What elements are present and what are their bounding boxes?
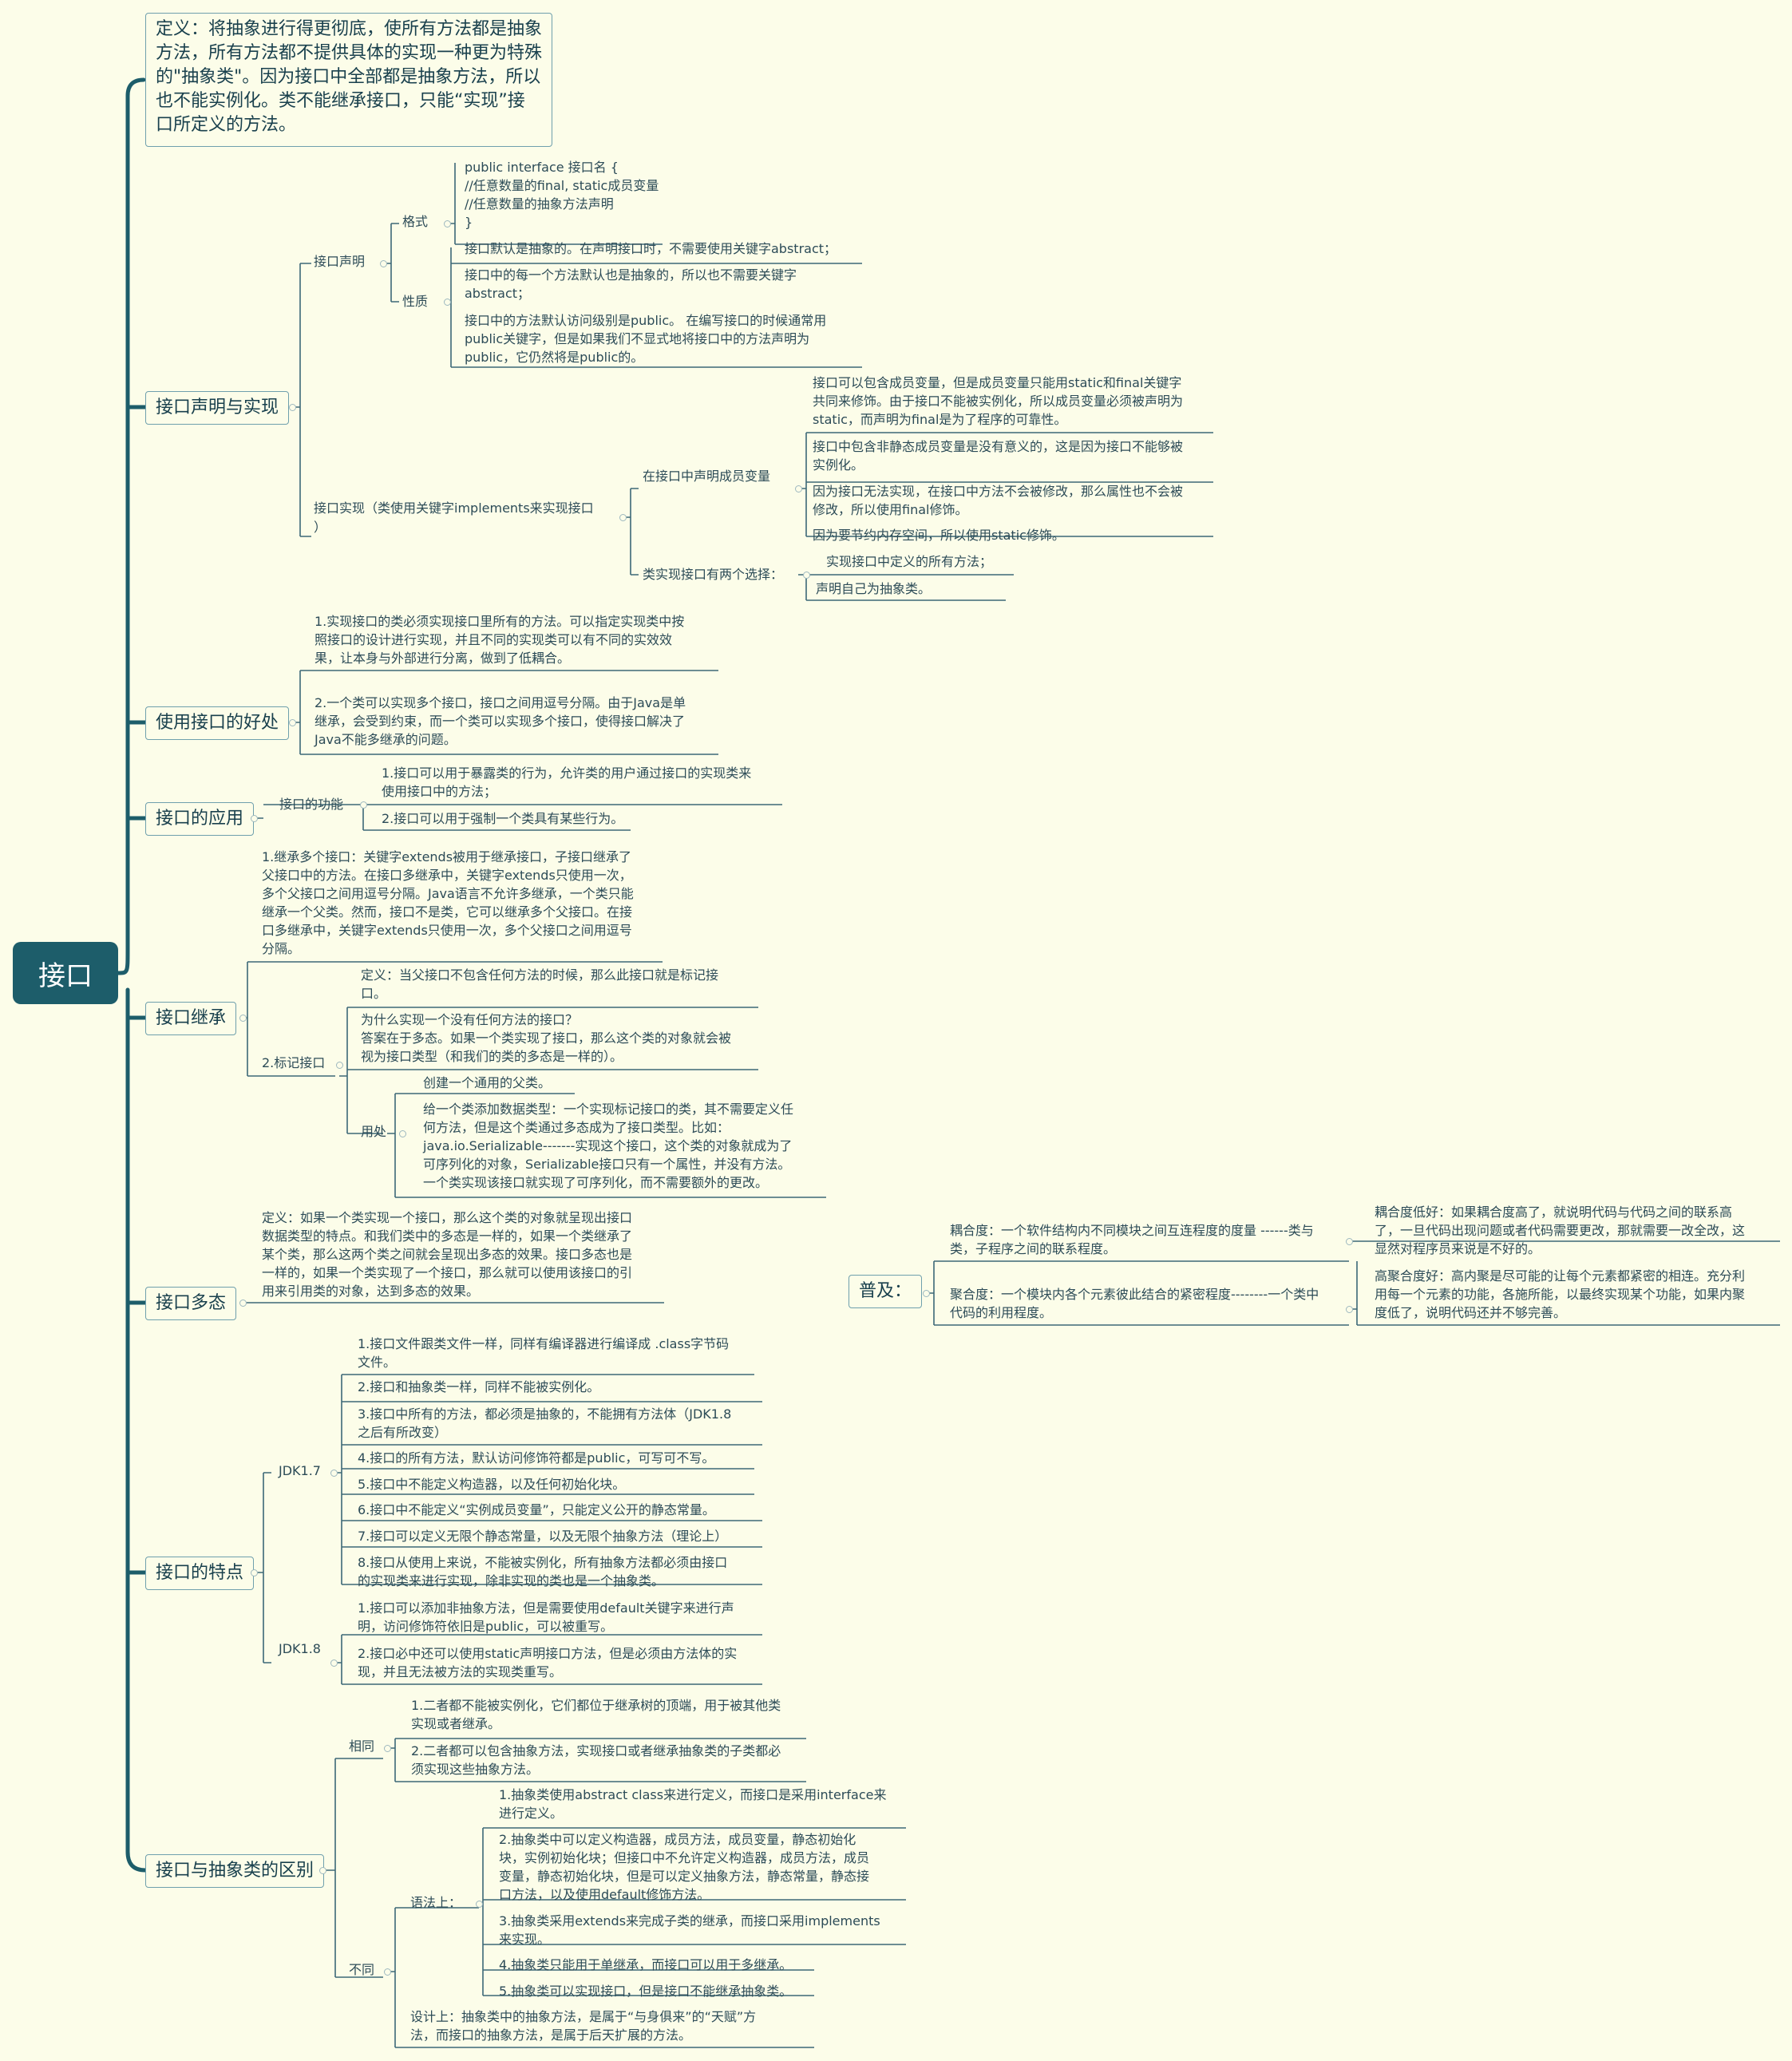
branch-features[interactable]: 接口的特点	[145, 1557, 255, 1590]
leaf-multi-inherit[interactable]: 1.继承多个接口：关键字extends被用于继承接口，子接口继承了 父接口中的方…	[262, 849, 634, 956]
collapse-toggle-icon[interactable]	[319, 1867, 326, 1874]
leaf-design[interactable]: 设计上：抽象类中的抽象方法，是属于“与身俱来”的“天赋”方 法，而接口的抽象方法…	[410, 2009, 757, 2043]
leaf-member-2[interactable]: 接口中包含非静态成员变量是没有意义的，这是因为接口不能够被 实例化。	[813, 439, 1184, 473]
leaf-nature-2[interactable]: 接口中的每一个方法默认也是抽象的，所以也不需要关键字 abstract；	[465, 267, 797, 301]
node-syntax[interactable]: 语法上：	[410, 1895, 462, 1910]
root-node-interface[interactable]: 接口	[13, 942, 118, 1004]
leaf-poly-def[interactable]: 定义：如果一个类实现一个接口，那么这个类的对象就呈现出接口 数据类型的特点。和我…	[262, 1210, 633, 1299]
leaf-nature-1[interactable]: 接口默认是抽象的。在声明接口时，不需要使用关键字abstract；	[465, 241, 837, 256]
node-different[interactable]: 不同	[349, 1962, 375, 1977]
leaf-jdk17-5[interactable]: 5.接口中不能定义构造器，以及任何初始化块。	[358, 1477, 626, 1492]
node-member-vars[interactable]: 在接口中声明成员变量	[643, 469, 771, 484]
leaf-coupling-detail[interactable]: 耦合度低好：如果耦合度高了，就说明代码与代码之间的联系高 了，一旦代码出现问题或…	[1375, 1205, 1746, 1256]
root-trunk	[116, 77, 148, 1873]
leaf-jdk17-1[interactable]: 1.接口文件跟类文件一样，同样有编译器进行编译成 .class字节码 文件。	[358, 1336, 730, 1370]
collapse-toggle-icon[interactable]	[444, 299, 451, 306]
collapse-toggle-icon[interactable]	[289, 404, 296, 411]
benefit-connectors	[292, 670, 718, 755]
leaf-marker-why[interactable]: 为什么实现一个没有任何方法的接口？ 答案在于多态。如果一个类实现了接口，那么这个…	[361, 1012, 732, 1064]
leaf-choice-2[interactable]: 声明自己为抽象类。	[816, 581, 932, 596]
leaf-jdk17-6[interactable]: 6.接口中不能定义“实例成员变量”，只能定义公开的静态常量。	[358, 1502, 715, 1517]
collapse-toggle-icon[interactable]	[330, 1470, 338, 1477]
leaf-nature-3[interactable]: 接口中的方法默认访问级别是public。 在编写接口的时候通常用 public关…	[465, 313, 827, 365]
leaf-syntax-3[interactable]: 3.抽象类采用extends来完成子类的继承，而接口采用implements 来…	[499, 1913, 880, 1947]
definition-node[interactable]: 定义：将抽象进行得更彻底，使所有方法都是抽象方法，所有方法都不提供具体的实现一种…	[145, 13, 552, 147]
leaf-jdk17-2[interactable]: 2.接口和抽象类一样，同样不能被实例化。	[358, 1379, 600, 1394]
node-jdk17[interactable]: JDK1.7	[279, 1463, 321, 1478]
node-interface-function[interactable]: 接口的功能	[279, 797, 344, 812]
leaf-syntax-1[interactable]: 1.抽象类使用abstract class来进行定义，而接口是采用interfa…	[499, 1787, 887, 1821]
collapse-toggle-icon[interactable]	[289, 719, 296, 726]
leaf-cohesion-detail[interactable]: 高聚合度好：高内聚是尽可能的让每个元素都紧密的相连。充分利 用每一个元素的功能，…	[1375, 1268, 1746, 1320]
node-marker-use[interactable]: 用处	[361, 1124, 387, 1139]
collapse-toggle-icon[interactable]	[239, 1015, 247, 1022]
node-same[interactable]: 相同	[349, 1739, 375, 1754]
collapse-toggle-icon[interactable]	[399, 1130, 406, 1137]
collapse-toggle-icon[interactable]	[336, 1062, 343, 1069]
branch-benefit[interactable]: 使用接口的好处	[145, 706, 290, 740]
leaf-format-code[interactable]: public interface 接口名 { //任意数量的final, sta…	[465, 160, 659, 230]
leaf-jdk18-1[interactable]: 1.接口可以添加非抽象方法，但是需要使用default关键字来进行声 明，访问修…	[358, 1600, 734, 1634]
node-jdk18[interactable]: JDK1.8	[279, 1641, 321, 1656]
leaf-jdk17-3[interactable]: 3.接口中所有的方法，都必须是抽象的，不能拥有方法体（JDK1.8 之后有所改变…	[358, 1406, 732, 1440]
collapse-toggle-icon[interactable]	[803, 572, 810, 579]
leaf-same-1[interactable]: 1.二者都不能被实例化，它们都位于继承树的顶端，用于被其他类 实现或者继承。	[411, 1698, 781, 1731]
leaf-member-4[interactable]: 因为要节约内存空间，所以使用static修饰。	[813, 528, 1065, 543]
collapse-toggle-icon[interactable]	[251, 815, 258, 822]
branch-polymorphism[interactable]: 接口多态	[145, 1287, 237, 1320]
leaf-member-1[interactable]: 接口可以包含成员变量，但是成员变量只能用static和final关键字 共同来修…	[813, 375, 1184, 427]
branch-inheritance[interactable]: 接口继承	[145, 1002, 237, 1035]
collapse-toggle-icon[interactable]	[619, 514, 627, 521]
leaf-choice-1[interactable]: 实现接口中定义的所有方法；	[826, 554, 993, 569]
leaf-app-2[interactable]: 2.接口可以用于强制一个类具有某些行为。	[382, 811, 624, 826]
leaf-jdk18-2[interactable]: 2.接口必中还可以使用static声明接口方法，但是必须由方法体的实 现，并且无…	[358, 1646, 738, 1679]
collapse-toggle-icon[interactable]	[239, 1299, 247, 1307]
branch-difference[interactable]: 接口与抽象类的区别	[145, 1854, 325, 1888]
collapse-toggle-icon[interactable]	[795, 485, 802, 493]
collapse-toggle-icon[interactable]	[330, 1659, 338, 1667]
leaf-syntax-2[interactable]: 2.抽象类中可以定义构造器，成员方法，成员变量，静态初始化 块，实例初始化块；但…	[499, 1832, 870, 1902]
node-implementation[interactable]: 接口实现（类使用关键字implements来实现接口 ）	[314, 500, 594, 535]
collapse-toggle-icon[interactable]	[360, 801, 367, 809]
collapse-toggle-icon[interactable]	[923, 1290, 930, 1297]
collapse-toggle-icon[interactable]	[380, 260, 387, 267]
leaf-jdk17-4[interactable]: 4.接口的所有方法，默认访问修饰符都是public，可写可不写。	[358, 1450, 715, 1466]
collapse-toggle-icon[interactable]	[384, 1968, 391, 1976]
node-coupling[interactable]: 耦合度：一个软件结构内不同模块之间互连程度的度量 ------类与 类，子程序之…	[950, 1223, 1314, 1256]
branch-application[interactable]: 接口的应用	[145, 802, 255, 836]
feature-connectors	[254, 1374, 762, 1685]
collapse-toggle-icon[interactable]	[251, 1569, 258, 1576]
node-impl-choices[interactable]: 类实现接口有两个选择：	[643, 567, 784, 582]
leaf-benefit-2[interactable]: 2.一个类可以实现多个接口，接口之间用逗号分隔。由于Java是单 继承，会受到约…	[314, 695, 686, 747]
leaf-marker-def[interactable]: 定义：当父接口不包含任何方法的时候，那么此接口就是标记接 口。	[361, 967, 719, 1001]
node-nature[interactable]: 性质	[402, 294, 429, 309]
leaf-syntax-4[interactable]: 4.抽象类只能用于单继承，而接口可以用于多继承。	[499, 1957, 793, 1972]
popular-connectors	[926, 1240, 1780, 1326]
leaf-syntax-5[interactable]: 5.抽象类可以实现接口，但是接口不能继承抽象类。	[499, 1984, 793, 1999]
leaf-member-3[interactable]: 因为接口无法实现，在接口中方法不会被修改，那么属性也不会被 修改，所以使用fin…	[813, 484, 1184, 517]
collapse-toggle-icon[interactable]	[444, 220, 451, 227]
branch-decl-impl[interactable]: 接口声明与实现	[145, 391, 290, 425]
branch-popular[interactable]: 普及：	[849, 1275, 923, 1308]
leaf-same-2[interactable]: 2.二者都可以包含抽象方法，实现接口或者继承抽象类的子类都必 须实现这些抽象方法…	[411, 1743, 781, 1777]
leaf-jdk17-8[interactable]: 8.接口从使用上来说，不能被实例化，所有抽象方法都必须由接口 的实现类来进行实现…	[358, 1555, 728, 1588]
collapse-toggle-icon[interactable]	[1346, 1306, 1353, 1313]
leaf-use-2[interactable]: 给一个类添加数据类型：一个实现标记接口的类，其不需要定义任 何方法，但是这个类通…	[423, 1102, 794, 1190]
node-marker-interface[interactable]: 2.标记接口	[262, 1055, 326, 1070]
leaf-jdk17-7[interactable]: 7.接口可以定义无限个静态常量，以及无限个抽象方法（理论上）	[358, 1529, 728, 1544]
leaf-benefit-1[interactable]: 1.实现接口的类必须实现接口里所有的方法。可以指定实现类中按 照接口的设计进行实…	[314, 614, 685, 666]
node-format[interactable]: 格式	[402, 214, 429, 229]
node-declaration[interactable]: 接口声明	[314, 254, 366, 269]
collapse-toggle-icon[interactable]	[1346, 1238, 1353, 1245]
collapse-toggle-icon[interactable]	[384, 1745, 391, 1752]
leaf-use-1[interactable]: 创建一个通用的父类。	[423, 1075, 552, 1090]
collapse-toggle-icon[interactable]	[476, 1901, 483, 1908]
leaf-app-1[interactable]: 1.接口可以用于暴露类的行为，允许类的用户通过接口的实现类来 使用接口中的方法；	[382, 765, 752, 799]
node-cohesion[interactable]: 聚合度：一个模块内各个元素彼此结合的紧密程度--------一个类中 代码的利用…	[950, 1287, 1319, 1320]
